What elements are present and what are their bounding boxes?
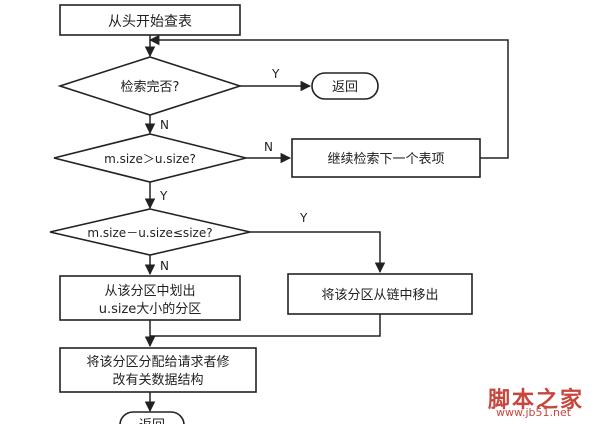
- start-box: [59, 4, 241, 36]
- split-label-1: 从该分区中划出: [104, 284, 195, 299]
- assign-label-2: 改有关数据结构: [112, 373, 203, 388]
- edge-n1-label: N: [160, 118, 169, 132]
- remove-box: [287, 273, 473, 315]
- check-done-label: 检索完否?: [121, 80, 180, 95]
- edge-y1-label: Y: [271, 67, 280, 81]
- edge-loop-back: [148, 34, 509, 159]
- cmp-size-label: m.size＞u.size?: [104, 152, 196, 166]
- watermark-text: 脚本之家: [488, 387, 585, 413]
- return-bottom-box: [119, 411, 185, 424]
- assign-box: [59, 347, 257, 393]
- watermark-url: www.jb51.net: [496, 406, 572, 419]
- edge-remove-to-assign: [150, 314, 381, 337]
- split-box: [59, 275, 241, 321]
- continue-label: 继续检索下一个表项: [327, 152, 444, 167]
- edge-n2-label: N: [264, 140, 273, 154]
- return-bottom-label: 返回: [139, 418, 165, 424]
- return-top-box: [311, 72, 379, 100]
- edge-y3-label: Y: [299, 211, 308, 225]
- assign-label-1: 将该分区分配给请求者修: [86, 355, 229, 370]
- cmp-diff-label: m.size－u.size≤size?: [87, 226, 212, 240]
- split-label-2: u.size大小的分区: [99, 301, 202, 317]
- edge-y2-label: Y: [159, 189, 168, 203]
- remove-label: 将该分区从链中移出: [321, 288, 438, 303]
- return-top-label: 返回: [332, 80, 358, 95]
- start-label: 从头开始查表: [108, 14, 192, 30]
- edge-diff-yes: [250, 231, 386, 274]
- edge-n3-label: N: [160, 259, 169, 273]
